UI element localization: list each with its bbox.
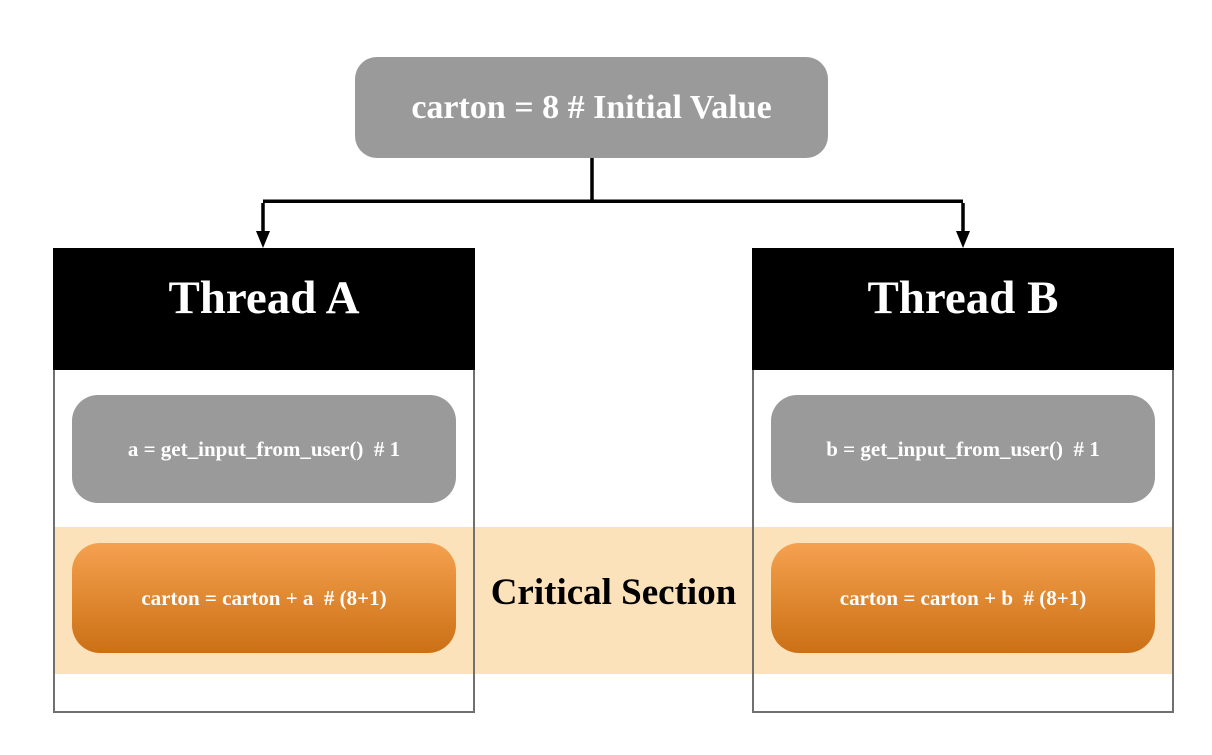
thread-a-input-statement: a = get_input_from_user() # 1: [72, 395, 456, 503]
thread-b-box: Thread B b = get_input_from_user() # 1 c…: [752, 248, 1174, 713]
thread-b-critical-statement: carton = carton + b # (8+1): [771, 543, 1155, 653]
thread-a-box: Thread A a = get_input_from_user() # 1 c…: [53, 248, 475, 713]
initial-value-box: carton = 8 # Initial Value: [355, 57, 828, 158]
critical-section-label: Critical Section: [490, 572, 737, 613]
thread-b-input-statement: b = get_input_from_user() # 1: [771, 395, 1155, 503]
thread-a-title: Thread A: [53, 248, 475, 370]
thread-b-title: Thread B: [752, 248, 1174, 370]
arrowhead-right-icon: [956, 231, 970, 248]
connector-lines: [261, 158, 965, 235]
arrowhead-left-icon: [256, 231, 270, 248]
thread-a-critical-statement: carton = carton + a # (8+1): [72, 543, 456, 653]
